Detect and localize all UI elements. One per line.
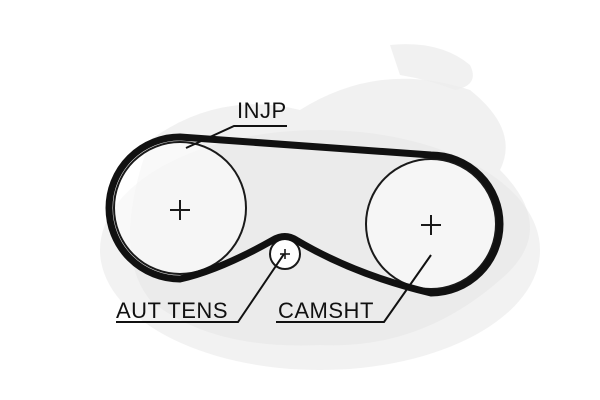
plus-icon bbox=[280, 249, 290, 259]
plus-icon bbox=[421, 215, 441, 235]
plus-icon bbox=[170, 200, 190, 220]
injection-pump-pulley bbox=[113, 141, 247, 275]
auto-tensioner-pulley bbox=[269, 238, 301, 270]
camsht-label: CAMSHT bbox=[278, 298, 374, 323]
leader-lines bbox=[116, 125, 432, 323]
aut-tens-label: AUT TENS bbox=[116, 298, 228, 323]
aut-tens-leader-line bbox=[116, 253, 285, 323]
injp-leader-line bbox=[185, 125, 287, 149]
injp-label: INJP bbox=[237, 98, 287, 123]
camsht-leader-line bbox=[276, 254, 432, 323]
camshaft-pulley bbox=[365, 158, 497, 290]
timing-belt bbox=[105, 133, 504, 297]
